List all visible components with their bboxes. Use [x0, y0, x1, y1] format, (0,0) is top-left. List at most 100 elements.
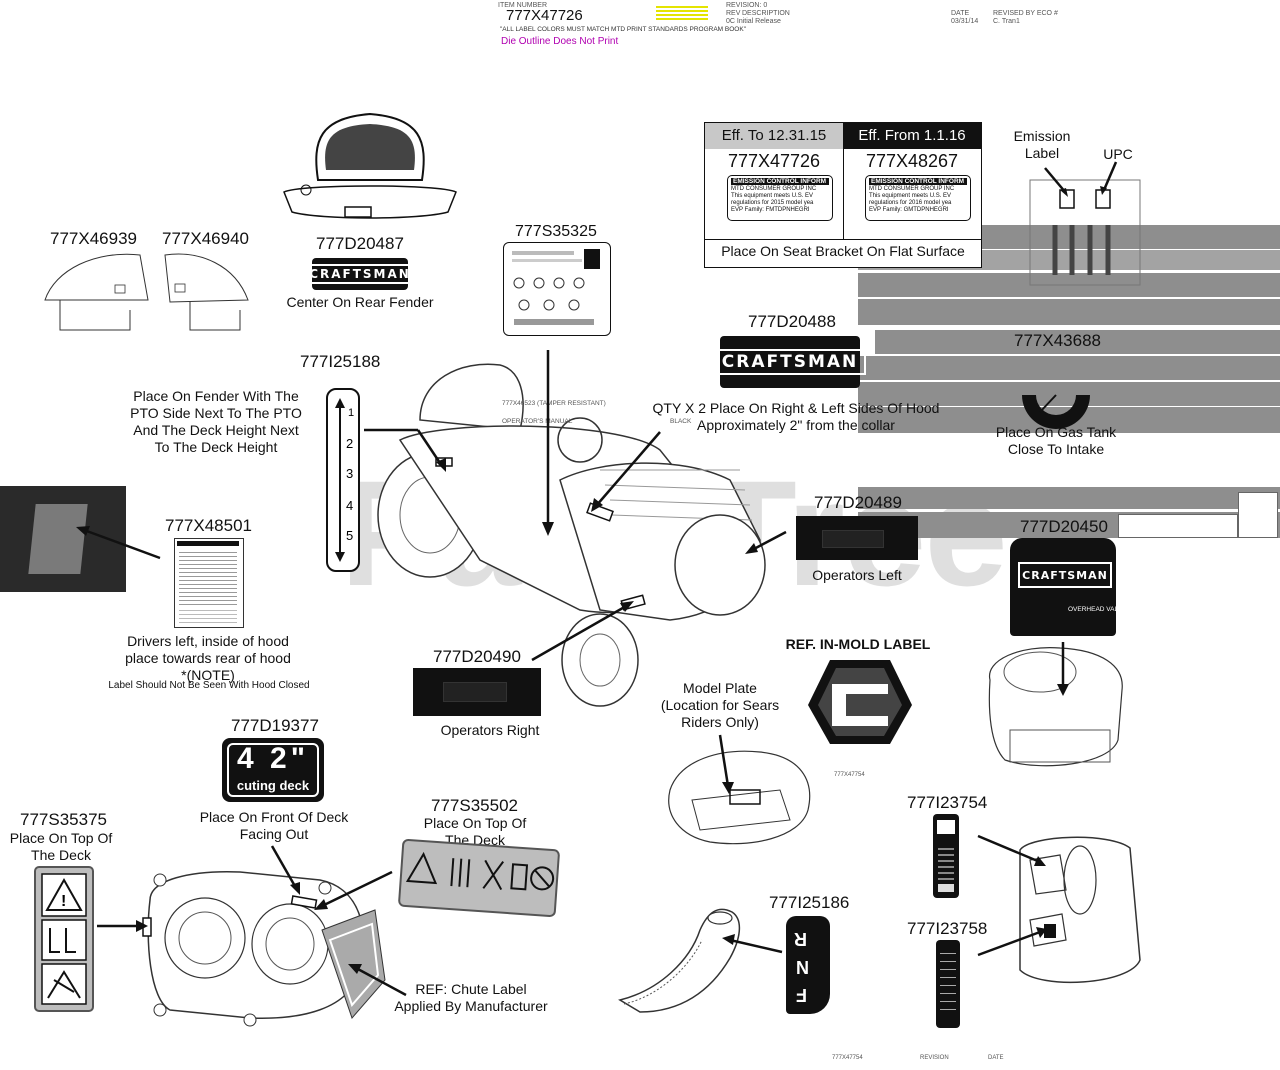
part-number-777D20450: 777D20450: [1020, 517, 1108, 536]
emission-line: regulations for 2016 model yea: [869, 200, 952, 206]
throttle-scale: [938, 844, 954, 880]
upc-caption: UPC: [1103, 146, 1133, 162]
seat-bracket-instruction: Place On Seat Bracket On Flat Surface: [721, 243, 965, 259]
part-number-777D20489: 777D20489: [814, 493, 902, 512]
emission-line: MTD CONSUMER GROUP INC: [869, 186, 955, 192]
tractor-label-text: OPERATOR'S MANUAL: [502, 418, 573, 425]
operators-left-label: [796, 516, 918, 560]
deck-size-label: 4 2" cuting deck: [222, 738, 324, 802]
safety-pictograms: [512, 249, 600, 325]
gray-band: [858, 299, 1280, 325]
emission-line: This equipment meets U.S. EV: [869, 193, 952, 199]
operators-right-label: [413, 668, 541, 716]
emission-label-2016: EMISSION CONTROL INFORM MTD CONSUMER GRO…: [865, 175, 971, 221]
part-number-777I23754: 777I23754: [907, 793, 988, 812]
deck-warning-label: !: [34, 866, 94, 1012]
emission-line: EVP Family: FMTDPNHEGRI: [731, 207, 810, 213]
spec-table-mini: [1238, 492, 1278, 538]
faint-footer-ref: 777X47754: [832, 1055, 863, 1061]
deck-size-frame: [227, 743, 319, 797]
part-number-777X48501: 777X48501: [165, 516, 252, 535]
revised-by-value: C. Tran1: [993, 18, 1020, 25]
part-number-777D20488: 777D20488: [748, 312, 836, 331]
safety-decal-label: [503, 242, 611, 336]
svg-text:2: 2: [346, 436, 353, 451]
throttle-label: [933, 814, 959, 898]
faint-part-ref: 777X47754: [834, 772, 865, 778]
rev-row: 0C Initial Release: [726, 18, 781, 25]
cutting-deck-text: cuting deck: [236, 778, 310, 793]
center-rear-fender-caption: Center On Rear Fender: [286, 294, 434, 310]
label-inner: [443, 682, 507, 702]
drivers-left-caption: Drivers left, inside of hood place towar…: [125, 633, 291, 683]
effective-to-header-bg: [705, 123, 843, 149]
emission-line: MTD CONSUMER GROUP INC: [731, 186, 817, 192]
operators-right-caption: Operators Right: [440, 722, 540, 738]
hood-chart-label: [174, 538, 244, 628]
emission-line: regulations for 2015 model yea: [731, 200, 814, 206]
gray-band: [858, 487, 1280, 509]
gray-band: [858, 356, 1280, 380]
effective-from-header: Eff. From 1.1.16: [858, 127, 966, 144]
svg-text:!: !: [61, 893, 66, 910]
model-plate-caption: Model Plate (Location for Sears Riders O…: [660, 680, 780, 730]
faint-footer-ref: REVISION: [920, 1055, 949, 1061]
pto-fender-caption: Place On Fender With The PTO Side Next T…: [130, 388, 302, 455]
hood-closed-note: Label Should Not Be Seen With Hood Close…: [108, 680, 310, 691]
deck-height-scale: 1 2 3 4 5: [335, 398, 354, 562]
turtle-icon-box: [938, 884, 954, 892]
shift-neutral-glyph: N: [796, 958, 809, 978]
part-number-777D20487: 777D20487: [316, 234, 404, 253]
table-footer-divider: [705, 239, 981, 240]
tractor-label-text: 777X46523 (TAMPER RESISTANT): [502, 400, 606, 407]
deck-pictogram-icons: [405, 851, 555, 891]
emission-label-2015: EMISSION CONTROL INFORM MTD CONSUMER GRO…: [727, 175, 833, 221]
part-number-777X46939: 777X46939: [50, 229, 137, 248]
hood-sides-caption: QTY X 2 Place On Right & Left Sides Of H…: [652, 400, 940, 433]
faint-footer-ref: DATE: [988, 1055, 1004, 1061]
overhead-valve-text: OVERHEAD VAL: [1068, 606, 1119, 613]
part-number-777D19377: 777D19377: [231, 716, 319, 735]
craftsman-hood-label: CRAFTSMAN: [713, 336, 867, 388]
revision-label: REVISION: 0: [726, 2, 768, 9]
part-number-777X43688: 777X43688: [1014, 331, 1101, 350]
header-note: "ALL LABEL COLORS MUST MATCH MTD PRINT S…: [500, 26, 746, 33]
gray-band: [875, 330, 1280, 354]
yellow-legend: [656, 6, 708, 20]
emission-part-2016: 777X48267: [865, 151, 959, 171]
description-column: DESCRIPTION: [742, 10, 790, 17]
part-number-777S35375: 777S35375: [20, 810, 107, 829]
craftsman-wordmark: CRAFTSMAN: [301, 264, 419, 284]
svg-text:4: 4: [346, 498, 353, 513]
header-item-label: ITEM NUMBER: [498, 2, 547, 9]
speed-scale: [940, 950, 956, 1010]
part-number-777S35502: 777S35502: [431, 796, 518, 815]
ref-inmold-caption: REF. IN-MOLD LABEL: [785, 636, 931, 652]
date-value: 03/31/14: [951, 18, 979, 25]
gas-tank-caption: Place On Gas Tank Close To Intake: [995, 424, 1117, 457]
emission-part-2015: 777X47726: [727, 151, 821, 171]
header-part-number: 777X47726: [506, 7, 583, 24]
tractor-color-text: BLACK: [670, 418, 692, 425]
craftsman-logo-label: CRAFTSMAN: [301, 258, 419, 290]
deck-size-value: 4 2": [237, 742, 309, 775]
part-number-777I23758: 777I23758: [907, 919, 988, 938]
emission-label-title: EMISSION CONTROL INFORM: [731, 178, 829, 185]
part-number-777X46940: 777X46940: [162, 229, 249, 248]
effective-to-header: Eff. To 12.31.15: [721, 127, 827, 144]
craftsman-wordmark: CRAFTSMAN: [1022, 568, 1108, 582]
table-divider: [843, 149, 844, 239]
deck-pictogram-label: [397, 838, 561, 918]
